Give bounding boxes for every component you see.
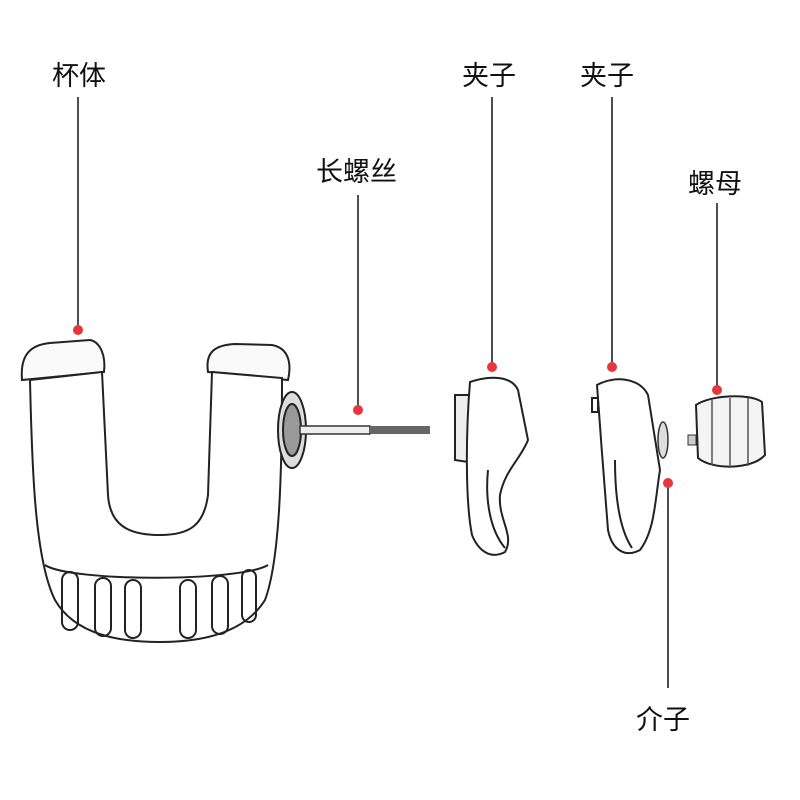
marker-cup-body [73,325,83,335]
cup-body [20,338,307,644]
marker-nut [712,385,722,395]
marker-clip-1 [487,362,497,372]
marker-long-screw [353,405,363,415]
label-washer: 介子 [636,705,690,736]
label-clip-2: 夹子 [580,61,634,92]
long-screw [299,425,430,435]
label-long-screw: 长螺丝 [316,157,397,188]
label-clip-1: 夹子 [462,61,516,92]
label-nut: 螺母 [688,169,742,200]
label-cup-body: 杯体 [52,61,106,92]
markers [73,325,722,488]
washer [657,421,669,459]
marker-washer [663,478,673,488]
nut [687,395,767,468]
clip-1 [454,376,530,556]
marker-clip-2 [607,362,617,372]
clip-2 [591,378,662,555]
cup-slots [61,569,257,639]
leader-lines [77,97,718,688]
